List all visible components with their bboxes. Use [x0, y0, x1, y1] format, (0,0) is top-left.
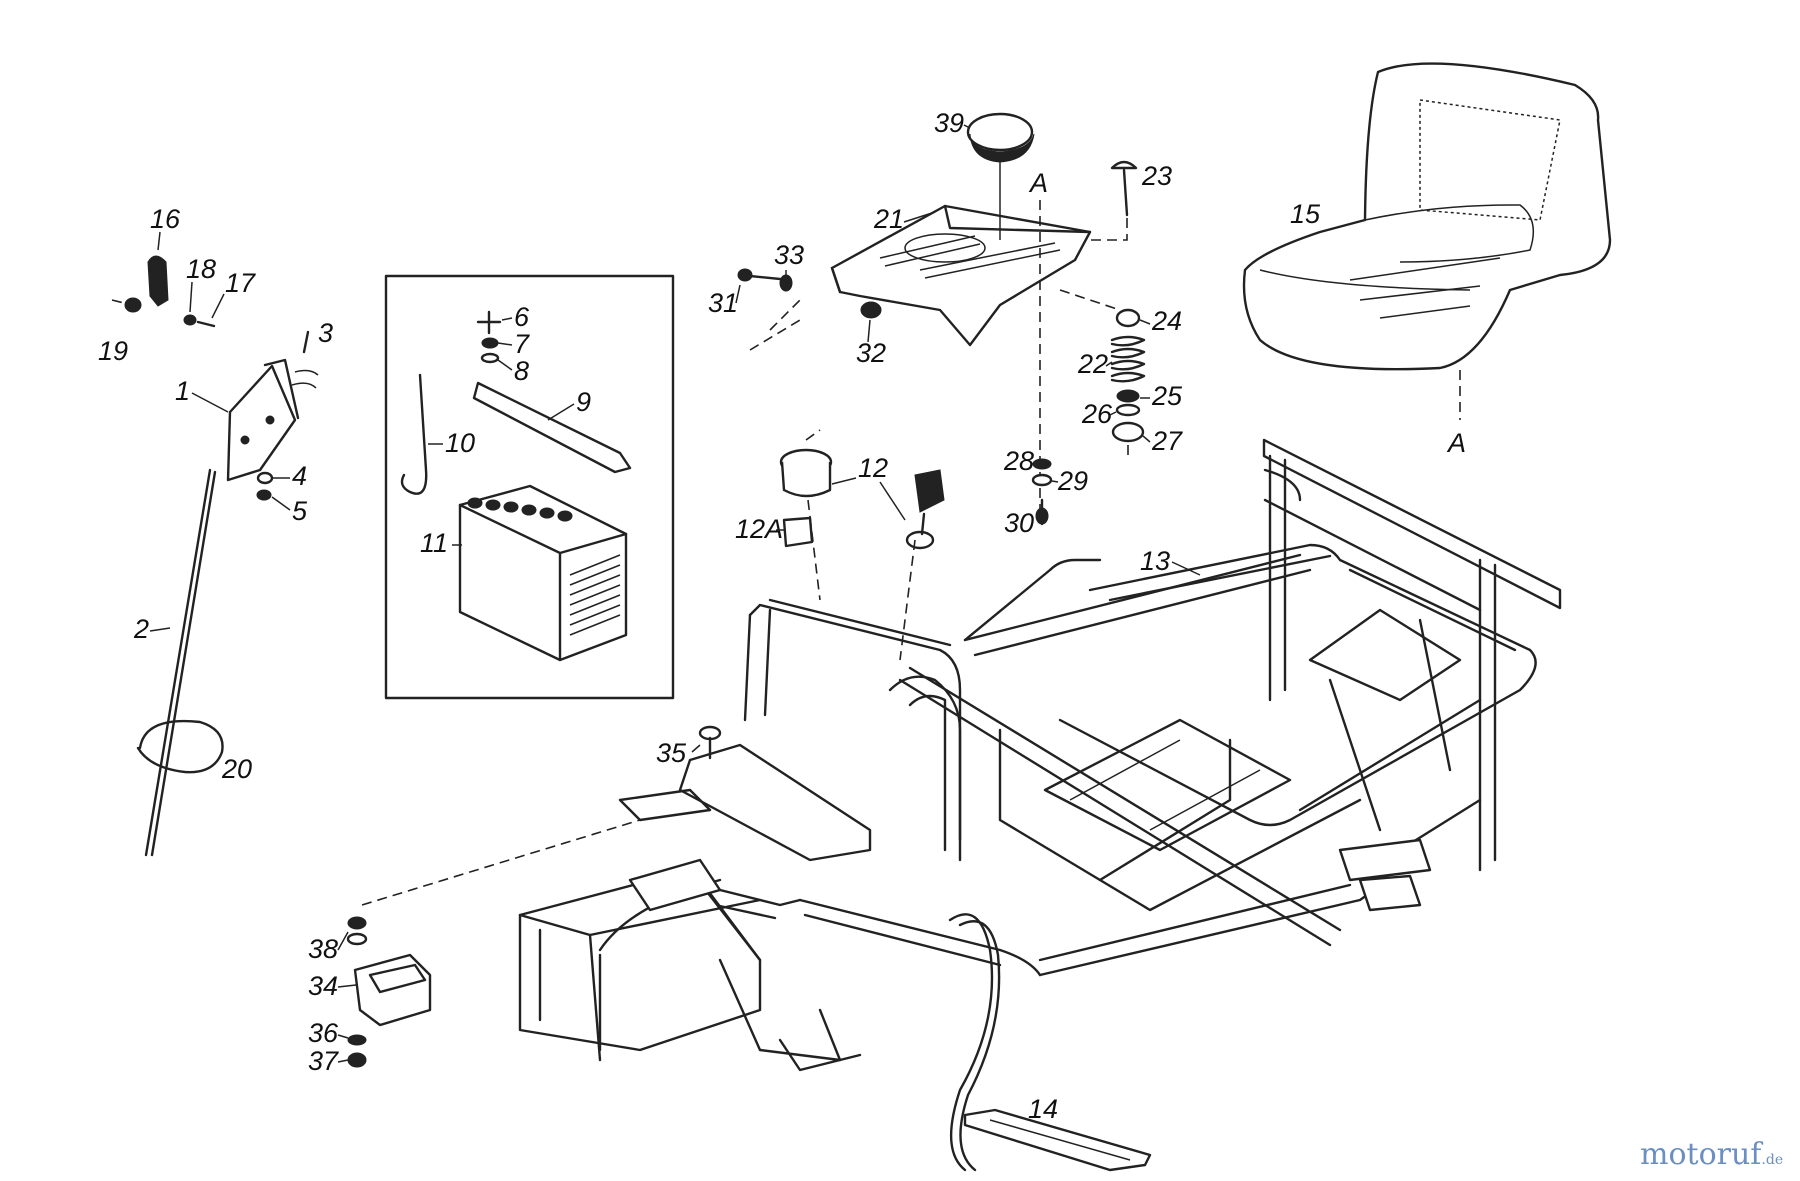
label-19: 19 — [98, 336, 128, 366]
label-6: 6 — [514, 302, 530, 332]
label-18: 18 — [186, 254, 216, 284]
label-31: 31 — [708, 288, 738, 318]
label-12: 12 — [858, 453, 888, 483]
left-parts — [111, 255, 319, 857]
bolt-35 — [698, 725, 722, 760]
watermark-text: motoruf — [1640, 1137, 1763, 1172]
label-2: 2 — [133, 614, 149, 644]
label-30: 30 — [1004, 508, 1034, 538]
label-29: 29 — [1057, 466, 1088, 496]
main-frame — [518, 438, 1562, 1072]
label-3: 3 — [318, 318, 333, 348]
watermark-suffix: .de — [1761, 1152, 1783, 1168]
seat-plate-assembly — [737, 112, 1146, 526]
label-22: 22 — [1077, 349, 1108, 379]
label-7: 7 — [514, 329, 530, 359]
label-28: 28 — [1003, 446, 1034, 476]
label-17: 17 — [225, 268, 256, 298]
label-35: 35 — [656, 738, 687, 768]
watermark: motoruf.de — [1640, 1137, 1783, 1172]
label-33: 33 — [774, 240, 804, 270]
label-25: 25 — [1151, 381, 1183, 411]
label-9: 9 — [576, 387, 591, 417]
label-a-seat: A — [1446, 428, 1466, 458]
label-23: 23 — [1141, 161, 1172, 191]
battery-inset — [384, 274, 675, 700]
label-21: 21 — [873, 204, 904, 234]
label-4: 4 — [292, 461, 307, 491]
label-11: 11 — [420, 528, 448, 558]
battery-cells — [467, 497, 573, 522]
label-34: 34 — [308, 971, 338, 1001]
label-16: 16 — [150, 204, 181, 234]
label-20: 20 — [221, 754, 252, 784]
callouts: 1 2 3 4 5 6 7 8 9 10 11 12 12A 13 14 15 … — [98, 108, 1466, 1124]
label-8: 8 — [514, 356, 529, 386]
label-36: 36 — [308, 1018, 339, 1048]
label-37: 37 — [308, 1046, 339, 1076]
label-10: 10 — [445, 428, 475, 458]
label-a-top: A — [1028, 168, 1048, 198]
label-1: 1 — [175, 376, 190, 406]
label-38: 38 — [308, 934, 338, 964]
ignition-switch — [779, 429, 945, 661]
label-27: 27 — [1151, 426, 1183, 456]
seat — [1242, 62, 1612, 420]
switch-assembly — [346, 819, 641, 1068]
label-14: 14 — [1028, 1094, 1058, 1124]
cable-and-pad — [948, 913, 1152, 1172]
label-5: 5 — [292, 496, 308, 526]
label-12a: 12A — [735, 514, 783, 544]
label-32: 32 — [856, 338, 886, 368]
label-39: 39 — [934, 108, 964, 138]
label-24: 24 — [1151, 306, 1182, 336]
label-26: 26 — [1081, 399, 1113, 429]
label-15: 15 — [1290, 199, 1321, 229]
watermark-brand: motoruf.de — [1640, 1137, 1783, 1172]
label-13: 13 — [1140, 546, 1170, 576]
